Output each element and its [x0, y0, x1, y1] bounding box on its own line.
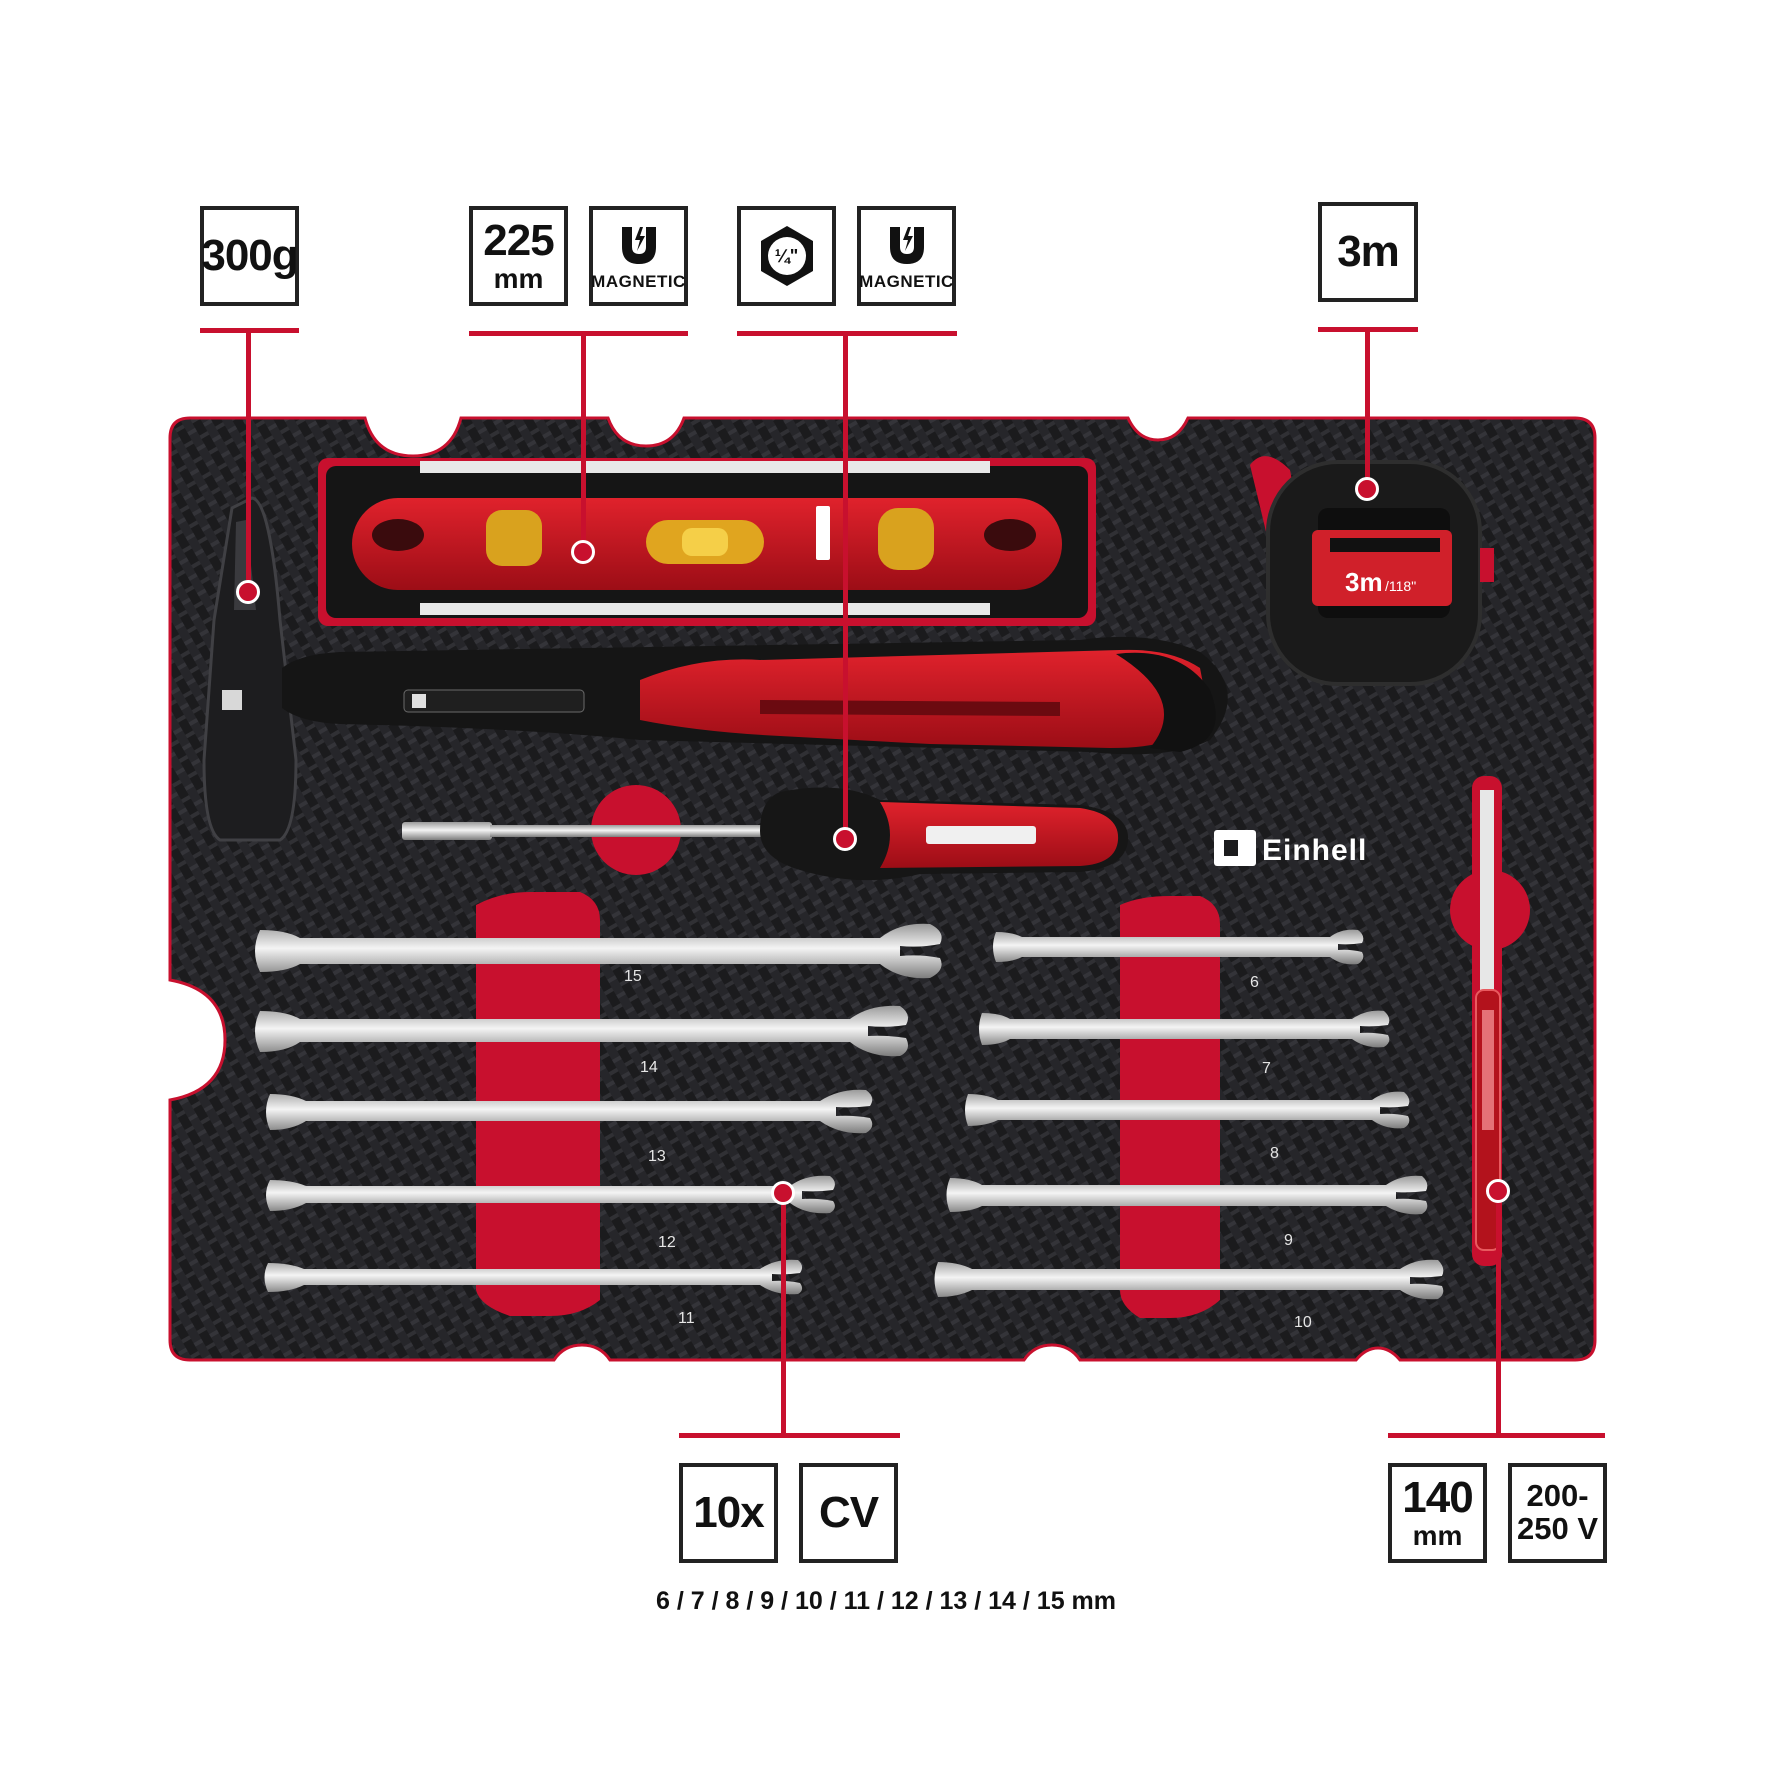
callout-dot-tester — [1486, 1179, 1510, 1203]
wrench-count: 10x — [693, 1488, 764, 1537]
wrench-14 — [255, 1005, 908, 1057]
callout-line-screwdriver-v — [843, 331, 848, 839]
level-magnetic-label: MAGNETIC — [591, 271, 686, 291]
screwdriver-magnetic-label: MAGNETIC — [859, 271, 954, 291]
level-magnetic-badge: MAGNETIC — [589, 206, 688, 306]
bit-size-badge: ¼" — [737, 206, 836, 306]
wrench-size-labels: 15 14 13 12 11 6 7 8 9 10 — [624, 968, 1312, 1331]
magnet-icon — [889, 226, 924, 264]
magnet-icon — [621, 226, 656, 264]
hammer-weight-badge: 300g — [200, 206, 299, 306]
callout-dot-level — [571, 540, 595, 564]
callout-dot-tape — [1355, 477, 1379, 501]
voltage-tester — [1450, 776, 1530, 1266]
label-14: 14 — [640, 1059, 658, 1076]
callout-dot-hammer — [236, 580, 260, 604]
wrench-11 — [264, 1259, 803, 1295]
callout-line-level-v — [581, 331, 586, 551]
wrench-6 — [993, 929, 1364, 965]
tester-voltage-badge: 200- 250 V — [1508, 1463, 1607, 1563]
label-12: 12 — [658, 1234, 676, 1251]
wrench-10 — [934, 1259, 1444, 1300]
callout-line-hammer-v — [246, 328, 251, 590]
wrench-12 — [266, 1175, 835, 1214]
label-11: 11 — [678, 1310, 695, 1327]
wrench-13 — [266, 1089, 873, 1134]
label-10: 10 — [1294, 1314, 1312, 1331]
wrench-count-badge: 10x — [679, 1463, 778, 1563]
wrench-8 — [965, 1091, 1410, 1129]
tape-length: 3m — [1337, 227, 1400, 276]
tester-length-unit: mm — [1412, 1520, 1463, 1551]
callout-line-tape-v — [1365, 327, 1370, 487]
wrench-material: CV — [818, 1488, 879, 1537]
label-8: 8 — [1270, 1145, 1279, 1162]
label-6: 6 — [1250, 974, 1259, 991]
wrench-sizes-caption: 6 / 7 / 8 / 9 / 10 / 11 / 12 / 13 / 14 /… — [655, 1587, 1117, 1615]
wrench-9 — [946, 1175, 1428, 1215]
callout-line-tester-h — [1388, 1433, 1605, 1438]
hex-bit-icon: ¼" — [755, 224, 819, 288]
wrench-set-right — [934, 929, 1444, 1300]
hammer — [202, 496, 1228, 842]
tester-voltage-line2: 250 V — [1516, 1511, 1598, 1546]
foam-brand-logo: Einhell — [1214, 830, 1367, 867]
wrench-7 — [979, 1010, 1390, 1048]
label-13: 13 — [648, 1148, 666, 1165]
tester-length-value: 140 — [1402, 1473, 1473, 1522]
callout-dot-wrench — [771, 1181, 795, 1205]
tape-length-badge: 3m — [1318, 202, 1418, 302]
tester-voltage-line1: 200- — [1526, 1478, 1589, 1514]
hammer-weight: 300g — [201, 231, 298, 280]
level-length-badge: 225 mm — [469, 206, 568, 306]
wrench-15 — [255, 923, 942, 979]
label-9: 9 — [1284, 1232, 1293, 1249]
svg-text:Einhell: Einhell — [1262, 834, 1367, 867]
callout-dot-screwdriver — [833, 827, 857, 851]
callout-line-wrench-h — [679, 1433, 900, 1438]
level-length-value: 225 — [483, 216, 554, 265]
callout-line-tester-v — [1496, 1191, 1501, 1437]
tape-measure: 3m /118" — [1250, 456, 1494, 686]
bit-size-label: ¼" — [774, 246, 799, 266]
callout-line-level-h — [469, 331, 688, 336]
wrench-set-left — [255, 923, 942, 1295]
callout-line-wrench-v — [781, 1193, 786, 1437]
svg-text:/118": /118" — [1385, 578, 1416, 594]
screwdriver — [402, 785, 1129, 881]
tester-length-badge: 140 mm — [1388, 1463, 1487, 1563]
svg-text:3m: 3m — [1345, 567, 1383, 597]
screwdriver-magnetic-badge: MAGNETIC — [857, 206, 956, 306]
spirit-level — [318, 458, 1096, 626]
level-length-unit: mm — [493, 263, 544, 294]
label-7: 7 — [1262, 1060, 1271, 1077]
wrench-material-badge: CV — [799, 1463, 898, 1563]
label-15: 15 — [624, 968, 642, 985]
